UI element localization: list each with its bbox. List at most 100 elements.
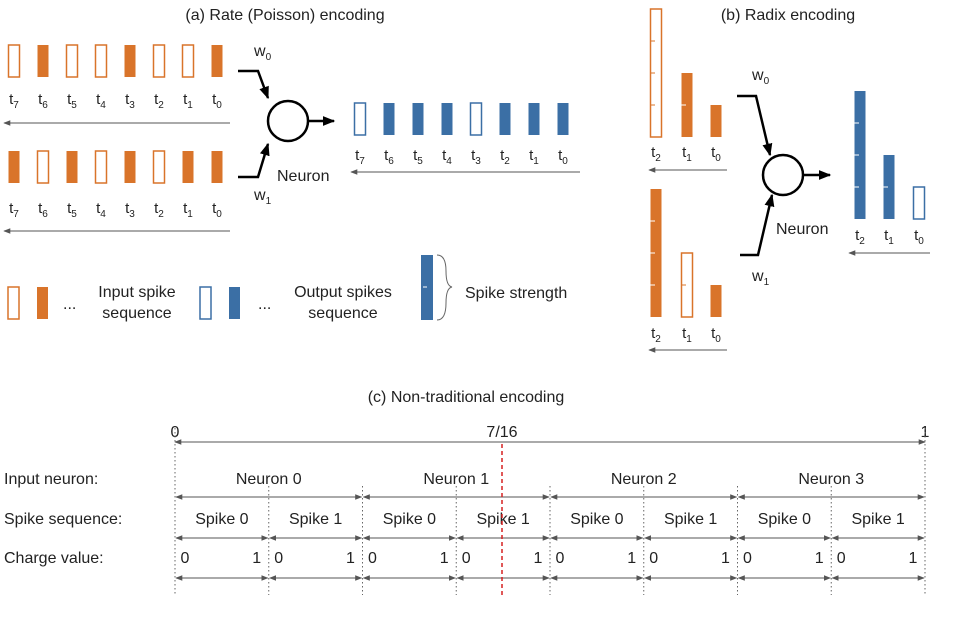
legend-output-label-line2: sequence xyxy=(308,305,377,322)
radix-input-sequence-1 xyxy=(650,189,722,318)
rate-tick-1-5: t2 xyxy=(154,200,164,220)
rate-output-spike-5 xyxy=(499,103,511,135)
rate-tick-0-5: t2 xyxy=(154,91,164,111)
rate-out-tick-0: t7 xyxy=(355,147,365,167)
rate-tick-0-6: t1 xyxy=(183,91,193,111)
rate-spike-0-5 xyxy=(152,44,166,78)
rate-tick-1-3: t4 xyxy=(96,200,106,220)
radix-output-sequence xyxy=(854,91,926,220)
rate-spike-1-7 xyxy=(211,151,223,183)
rate-spike-1-3 xyxy=(94,150,108,184)
rate-spike-0-7 xyxy=(211,45,223,77)
radix-tick-0-2: t0 xyxy=(711,144,721,164)
legend-input-ellipsis: ... xyxy=(63,296,76,313)
rate-out-tick-6: t1 xyxy=(529,147,539,167)
legend-input-filled-spike xyxy=(37,287,48,319)
rate-spike-0-3 xyxy=(94,44,108,78)
rate-time-labels: t7t7t7t6t6t6t5t5t5t4t4t4t3t3t3t2t2t2t1t1… xyxy=(9,91,568,220)
radix-title: (b) Radix encoding xyxy=(721,7,855,24)
row-label-input-neuron: Input neuron: xyxy=(4,471,98,488)
rate-tick-0-4: t3 xyxy=(125,91,135,111)
radix-input-sequence-0 xyxy=(649,8,722,138)
rate-out-tick-1: t6 xyxy=(384,147,394,167)
radix-w0-label: w0 xyxy=(751,67,770,87)
radix-input-1-spike-2 xyxy=(710,285,722,317)
rate-out-tick-7: t0 xyxy=(558,147,568,167)
neuron-label-0: Neuron 0 xyxy=(236,471,302,488)
rate-title: (a) Rate (Poisson) encoding xyxy=(185,7,384,24)
radix-neuron-circle xyxy=(761,153,805,197)
rate-output-spike-7 xyxy=(557,103,569,135)
charge-high-1-0: 1 xyxy=(440,550,449,567)
rate-tick-0-7: t0 xyxy=(212,91,222,111)
legend-output-label-line1: Output spikes xyxy=(294,284,392,301)
rate-spike-1-5 xyxy=(152,150,166,184)
legend-output-empty-spike xyxy=(199,286,212,320)
rate-tick-1-6: t1 xyxy=(183,200,193,220)
rate-output-spike-6 xyxy=(528,103,540,135)
rate-spike-1-2 xyxy=(66,151,78,183)
legend-input-label-line1: Input spike xyxy=(98,284,175,301)
charge-low-0-1: 0 xyxy=(274,550,283,567)
charge-high-1-1: 1 xyxy=(534,550,543,567)
rate-spike-0-2 xyxy=(65,44,79,78)
rate-input-sequence-1 xyxy=(8,150,223,184)
rate-weight-line-1 xyxy=(238,142,270,179)
neuron-label-1: Neuron 1 xyxy=(423,471,489,488)
legend-strength-brace xyxy=(436,254,453,321)
charge-high-2-1: 1 xyxy=(721,550,730,567)
rate-weight-line-0 xyxy=(238,69,270,100)
radix-input-0-spike-1 xyxy=(681,73,693,137)
radix-input-0-spike-2 xyxy=(710,105,722,137)
radix-tick-1-2: t0 xyxy=(711,325,721,345)
rate-spike-0-0 xyxy=(7,44,21,78)
rate-neuron-circle xyxy=(266,99,310,143)
rate-output-spike-2 xyxy=(412,103,424,135)
rate-tick-0-0: t7 xyxy=(9,91,19,111)
spike-label-1-0: Spike 0 xyxy=(383,511,436,528)
legend-strength-label: Spike strength xyxy=(465,285,567,302)
rate-neuron-label: Neuron xyxy=(277,168,329,185)
radix-output-spike-0 xyxy=(854,91,866,219)
charge-high-3-0: 1 xyxy=(815,550,824,567)
rate-spike-1-1 xyxy=(36,150,50,184)
charge-low-3-1: 0 xyxy=(837,550,846,567)
spike-label-2-0: Spike 0 xyxy=(570,511,623,528)
rate-spike-0-6 xyxy=(181,44,195,78)
rate-tick-1-4: t3 xyxy=(125,200,135,220)
row-label-spike-sequence: Spike sequence: xyxy=(4,511,122,528)
rate-tick-0-1: t6 xyxy=(38,91,48,111)
rate-output-spike-1 xyxy=(383,103,395,135)
rate-spike-0-1 xyxy=(37,45,49,77)
rate-w1-label: w1 xyxy=(253,187,272,207)
row-label-charge-value: Charge value: xyxy=(4,550,104,567)
rate-tick-0-3: t4 xyxy=(96,91,106,111)
radix-tick-1-1: t1 xyxy=(682,325,692,345)
rate-spike-1-6 xyxy=(182,151,194,183)
spike-label-3-0: Spike 0 xyxy=(758,511,811,528)
rate-spike-1-0 xyxy=(8,151,20,183)
rate-tick-0-2: t5 xyxy=(67,91,77,111)
axis-mark-label: 7/16 xyxy=(486,424,517,441)
radix-weight-line-1 xyxy=(740,193,775,257)
rate-out-tick-3: t4 xyxy=(442,147,452,167)
charge-low-1-0: 0 xyxy=(368,550,377,567)
charge-high-0-1: 1 xyxy=(346,550,355,567)
charge-low-0-0: 0 xyxy=(181,550,190,567)
radix-input-1-spike-0 xyxy=(650,189,662,317)
rate-output-spike-0 xyxy=(353,102,367,136)
spike-label-1-1: Spike 1 xyxy=(476,511,529,528)
legend-input-label-line2: sequence xyxy=(102,305,171,322)
legend-input-empty-spike xyxy=(7,286,20,320)
rate-spike-0-4 xyxy=(124,45,136,77)
spike-label-3-1: Spike 1 xyxy=(851,511,904,528)
spike-segments: Spike 0 Spike 1 Spike 0 Spike 1 Spike 0 Spike… xyxy=(175,511,925,541)
radix-out-tick-1: t1 xyxy=(884,227,894,247)
nontrad-title: (c) Non-traditional encoding xyxy=(368,389,565,406)
radix-w1-label: w1 xyxy=(751,268,770,288)
spike-label-0-1: Spike 1 xyxy=(289,511,342,528)
spike-label-2-1: Spike 1 xyxy=(664,511,717,528)
radix-tick-0-1: t1 xyxy=(682,144,692,164)
